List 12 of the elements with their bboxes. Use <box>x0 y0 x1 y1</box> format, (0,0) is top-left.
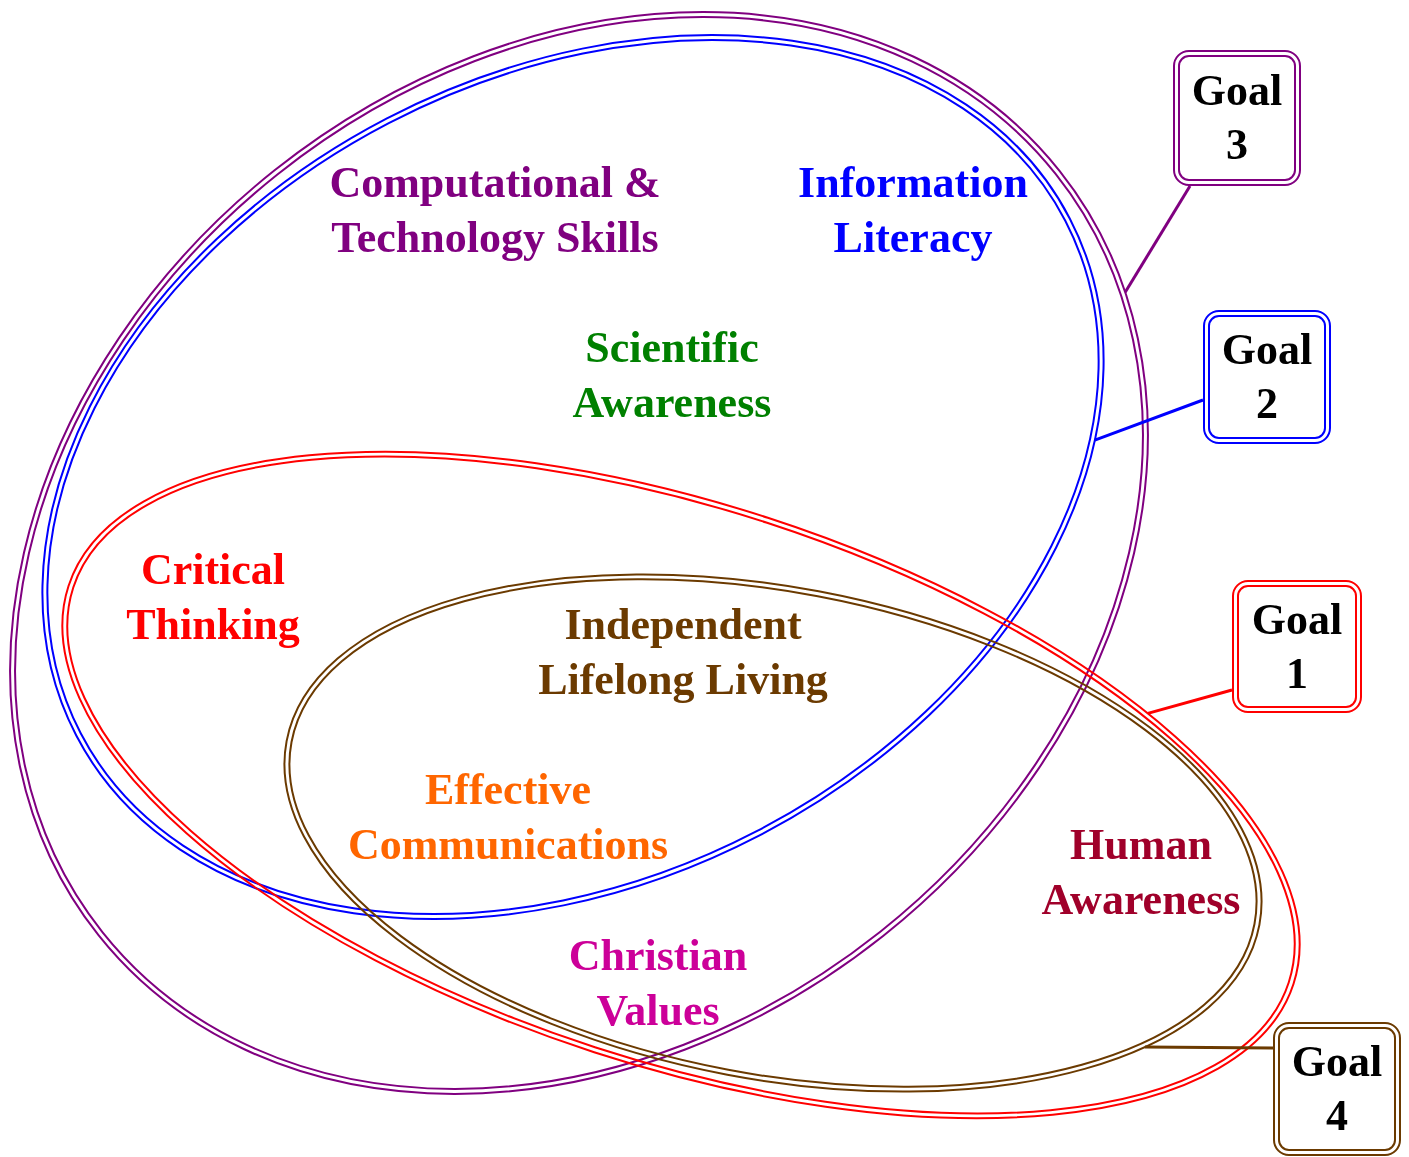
goal-callout: Goal 3 <box>1173 50 1301 186</box>
goal-callout: Goal 1 <box>1232 580 1362 713</box>
region-label: Human Awareness <box>1040 819 1242 926</box>
region-label: Scientific Awareness <box>571 322 773 429</box>
region-label: Critical Thinking <box>125 544 301 651</box>
goal-callout: Goal 2 <box>1203 310 1331 444</box>
region-label: Information Literacy <box>797 157 1029 264</box>
goal-callout: Goal 4 <box>1273 1022 1401 1156</box>
region-label: Effective Communications <box>346 764 670 871</box>
region-label: Christian Values <box>567 930 749 1037</box>
region-label: Independent Lifelong Living <box>537 599 829 706</box>
region-label: Computational & Technology Skills <box>328 157 662 264</box>
